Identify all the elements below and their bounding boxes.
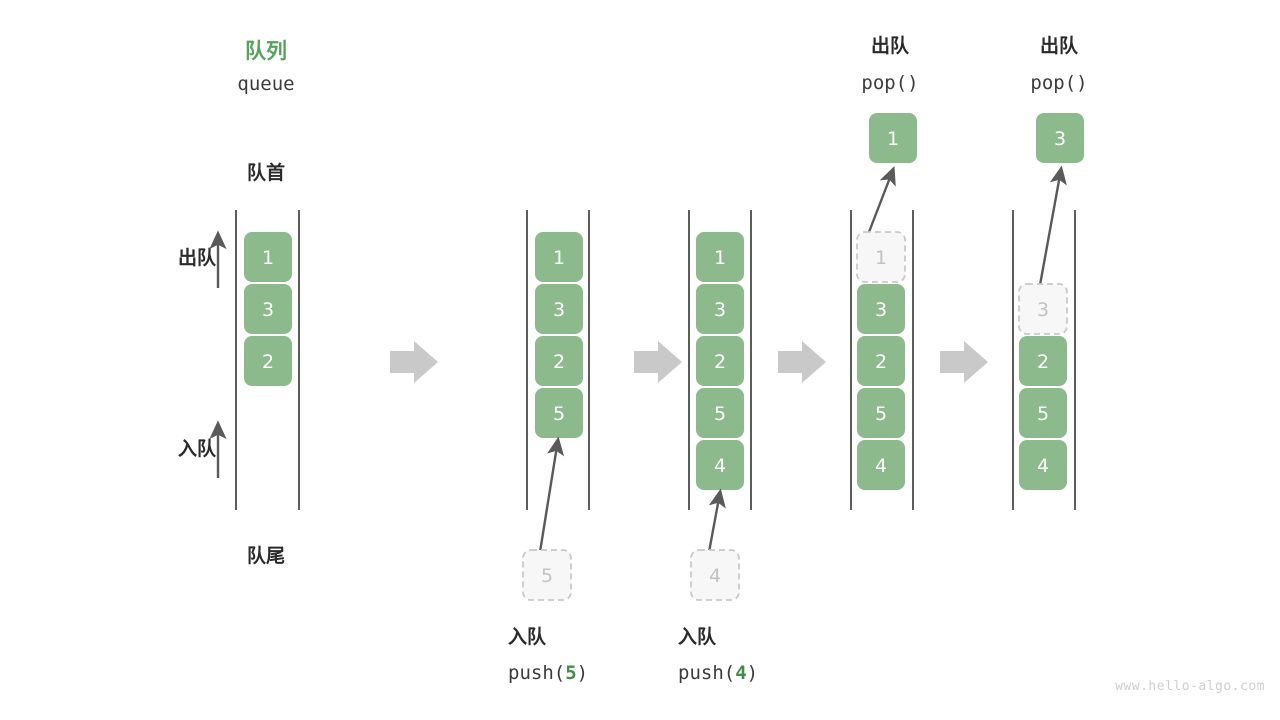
pop-arrow — [1038, 165, 1067, 286]
cell-value: 5 — [553, 403, 565, 425]
queue-cell: 2 — [535, 336, 583, 386]
queue-cell: 3 — [535, 284, 583, 334]
queue-cell: 4 — [857, 440, 905, 490]
ghost-cell-value: 1 — [875, 247, 887, 269]
queue-cell: 3 — [696, 284, 744, 334]
cell-value: 4 — [875, 455, 887, 477]
queue-column-initial: 1 3 2 — [235, 210, 300, 510]
queue-cell: 1 — [535, 232, 583, 282]
queue-column-after-push-4: 1 3 2 5 4 4 入队 push(4) — [678, 210, 758, 684]
queue-title-cn: 队列 — [245, 39, 287, 63]
popped-value: 1 — [887, 128, 899, 150]
cell-value: 2 — [714, 351, 726, 373]
cell-value: 4 — [1037, 455, 1049, 477]
push-code-arg: 4 — [735, 662, 746, 684]
push-caption-cn: 入队 — [508, 625, 547, 648]
watermark: www.hello-algo.com — [1115, 679, 1265, 694]
queue-cell: 2 — [244, 336, 292, 386]
cell-value: 2 — [262, 351, 274, 373]
vacated-ghost-cell: 1 — [856, 231, 906, 283]
rear-label: 队尾 — [247, 544, 285, 567]
cell-value: 5 — [875, 403, 887, 425]
queue-cell: 2 — [696, 336, 744, 386]
push-code-open: push( — [678, 662, 735, 684]
front-label: 队首 — [247, 161, 285, 184]
popped-value: 3 — [1054, 128, 1066, 150]
queue-cell: 1 — [696, 232, 744, 282]
vacated-ghost-cell: 3 — [1018, 283, 1068, 335]
cell-value: 2 — [553, 351, 565, 373]
incoming-ghost-cell: 4 — [690, 549, 740, 601]
push-arrow — [538, 436, 565, 553]
push-caption-cn: 入队 — [678, 625, 717, 648]
queue-column-after-push-5: 1 3 2 5 5 入队 push(5) — [508, 210, 590, 684]
ghost-cell-value: 4 — [709, 565, 721, 587]
push-code-open: push( — [508, 662, 565, 684]
pop-arrow — [867, 166, 896, 233]
step-arrow-4 — [940, 341, 988, 383]
pop-header-cn: 出队 — [1040, 34, 1079, 57]
queue-cell: 4 — [1019, 440, 1067, 490]
queue-cell: 5 — [1019, 388, 1067, 438]
cell-value: 1 — [553, 247, 565, 269]
queue-title-en: queue — [237, 73, 294, 95]
pop-header-cn: 出队 — [871, 34, 910, 57]
cell-value: 3 — [553, 299, 565, 321]
push-caption-code: push(5) — [508, 662, 588, 684]
step-arrow-1 — [390, 341, 438, 383]
queue-cell: 5 — [857, 388, 905, 438]
ghost-cell-value: 5 — [541, 565, 553, 587]
queue-cell: 2 — [1019, 336, 1067, 386]
enqueue-label: 入队 — [178, 437, 217, 460]
queue-cell: 1 — [244, 232, 292, 282]
step-arrow-3 — [778, 341, 826, 383]
ghost-cell-value: 3 — [1037, 299, 1049, 321]
cell-value: 4 — [714, 455, 726, 477]
dequeue-label: 出队 — [178, 246, 217, 269]
step-arrow-2 — [634, 341, 682, 383]
push-code-close: ) — [577, 662, 588, 684]
cell-value: 1 — [262, 247, 274, 269]
push-arrow — [707, 488, 726, 553]
pop-header-code: pop() — [861, 72, 918, 94]
push-code-arg: 5 — [565, 662, 576, 684]
cell-value: 2 — [875, 351, 887, 373]
cell-value: 3 — [714, 299, 726, 321]
queue-cell: 3 — [244, 284, 292, 334]
cell-value: 5 — [1037, 403, 1049, 425]
cell-value: 3 — [262, 299, 274, 321]
queue-column-after-pop-3: 出队 pop() 3 3 2 5 4 — [1012, 34, 1088, 510]
queue-cell: 5 — [696, 388, 744, 438]
push-code-close: ) — [747, 662, 758, 684]
cell-value: 3 — [875, 299, 887, 321]
popped-value-cell: 1 — [869, 113, 917, 163]
queue-cell: 5 — [535, 388, 583, 438]
push-caption-code: push(4) — [678, 662, 758, 684]
queue-column-after-pop-1: 出队 pop() 1 1 3 2 5 4 — [850, 34, 919, 510]
pop-header-code: pop() — [1030, 72, 1087, 94]
cell-value: 5 — [714, 403, 726, 425]
queue-cell: 3 — [857, 284, 905, 334]
queue-cell: 2 — [857, 336, 905, 386]
popped-value-cell: 3 — [1036, 113, 1084, 163]
queue-cell: 4 — [696, 440, 744, 490]
incoming-ghost-cell: 5 — [522, 549, 572, 601]
cell-value: 1 — [714, 247, 726, 269]
cell-value: 2 — [1037, 351, 1049, 373]
